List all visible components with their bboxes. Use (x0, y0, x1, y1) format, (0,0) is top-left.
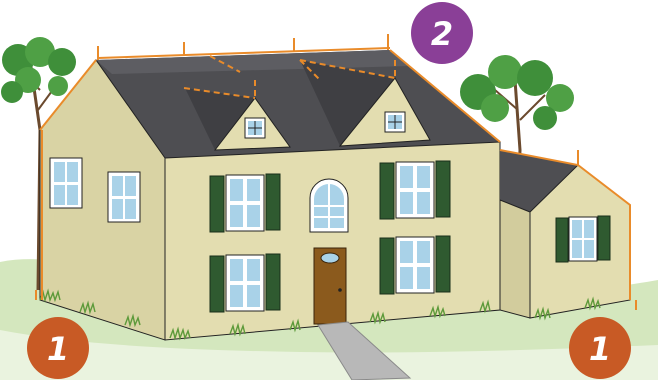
badge-1-left-label: 1 (47, 330, 69, 368)
front-door (314, 248, 346, 324)
badge-1-right-label: 1 (589, 330, 611, 368)
badge-2-top: 2 (411, 2, 473, 64)
window-front-upper-left (210, 174, 280, 232)
window-gable-1 (50, 158, 82, 208)
window-gable-2 (108, 172, 140, 222)
badge-1-right: 1 (569, 317, 631, 379)
annex-side (500, 200, 530, 318)
window-front-lower-right (380, 236, 450, 294)
badge-2-top-label: 2 (431, 15, 453, 53)
window-front-upper-right (380, 161, 450, 219)
window-annex (556, 216, 610, 262)
badge-1-left: 1 (27, 317, 89, 379)
window-front-lower-left (210, 254, 280, 312)
window-front-arched (310, 179, 348, 232)
